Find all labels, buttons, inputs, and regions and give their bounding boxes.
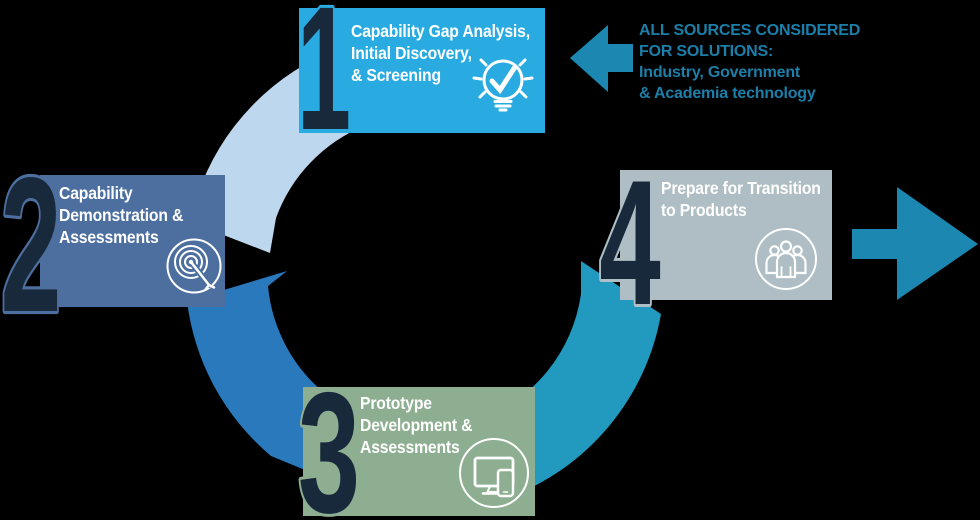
annotation-line: & Academia technology <box>639 85 816 102</box>
step-4-card: Prepare for Transition to Products <box>620 170 832 300</box>
sources-annotation: ALL SOURCES CONSIDERED FOR SOLUTIONS: In… <box>639 20 860 104</box>
people-group-icon <box>755 228 817 290</box>
step-2-card: Capability Demonstration & Assessments <box>40 175 225 307</box>
annotation-line: FOR SOLUTIONS: <box>639 43 774 60</box>
annotation-line: Industry, Government <box>639 64 801 81</box>
devices-icon <box>459 438 529 508</box>
step-3-title: Prototype Development & Assessments <box>360 393 473 457</box>
step-3-card: Prototype Development & Assessments <box>303 387 535 516</box>
step-1-card: Capability Gap Analysis, Initial Discove… <box>299 8 545 133</box>
right-arrow-icon <box>852 187 978 300</box>
step-1-title: Capability Gap Analysis, Initial Discove… <box>351 21 530 85</box>
step-2-title: Capability Demonstration & Assessments <box>59 183 184 247</box>
lightbulb-check-icon <box>472 58 534 112</box>
target-arrow-icon <box>166 238 222 294</box>
annotation-line: ALL SOURCES CONSIDERED <box>639 22 861 39</box>
left-arrow-icon <box>570 25 633 92</box>
step-4-title: Prepare for Transition to Products <box>661 178 821 220</box>
